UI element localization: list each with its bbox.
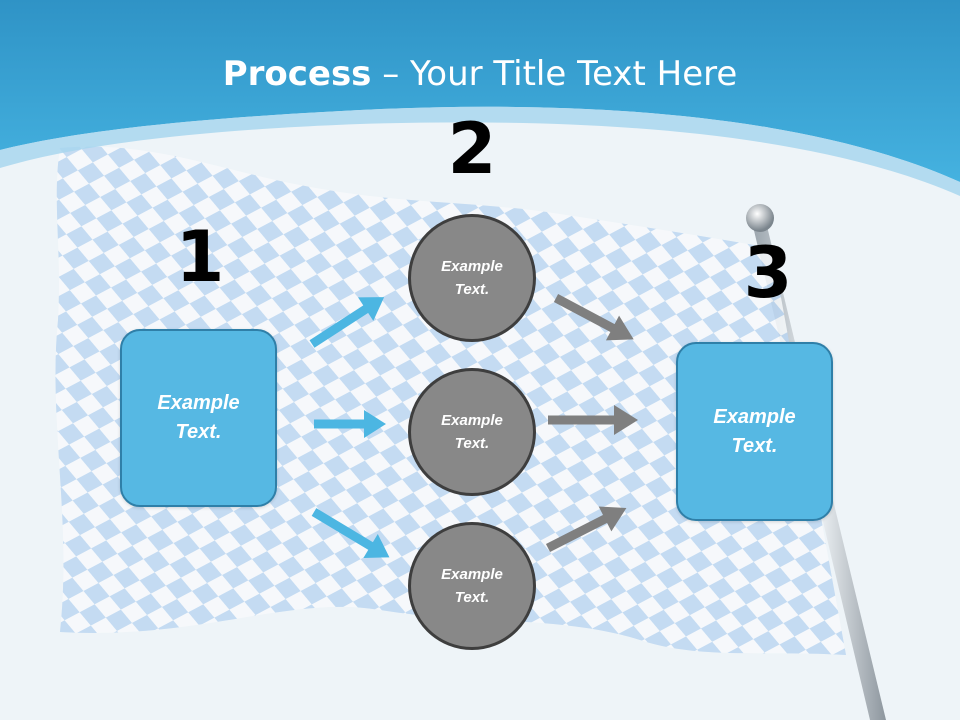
arrow-circle-1-to-3: [553, 294, 634, 341]
arrow-circle-3-to-3: [545, 506, 627, 553]
flag-pole-ball: [746, 204, 774, 232]
process-circle-1: Example Text.: [408, 214, 536, 342]
title-bold: Process: [222, 54, 372, 94]
blue-arrows: [309, 297, 390, 558]
slide-title: Process – Your Title Text Here: [0, 52, 960, 96]
end-box-label: Example Text.: [713, 405, 796, 457]
end-box: Example Text.: [676, 342, 833, 521]
header-band: [0, 0, 960, 182]
arrow-circle-2-to-3: [548, 405, 638, 435]
step-number-3: 3: [743, 232, 793, 314]
circle-1-label: Example Text.: [441, 258, 503, 298]
arrow-1-to-circle-3: [311, 508, 390, 558]
step-number-1: 1: [175, 216, 225, 298]
step-number-2: 2: [447, 108, 497, 190]
process-circle-2: Example Text.: [408, 368, 536, 496]
process-circle-3: Example Text.: [408, 522, 536, 650]
circle-3-label: Example Text.: [441, 566, 503, 606]
start-box: Example Text.: [120, 329, 277, 507]
start-box-label: Example Text.: [157, 392, 240, 443]
arrow-1-to-circle-1: [309, 297, 385, 348]
gray-arrows: [545, 294, 638, 553]
title-rest: – Your Title Text Here: [371, 54, 738, 94]
arrow-1-to-circle-2: [314, 410, 386, 438]
circle-2-label: Example Text.: [441, 412, 503, 452]
